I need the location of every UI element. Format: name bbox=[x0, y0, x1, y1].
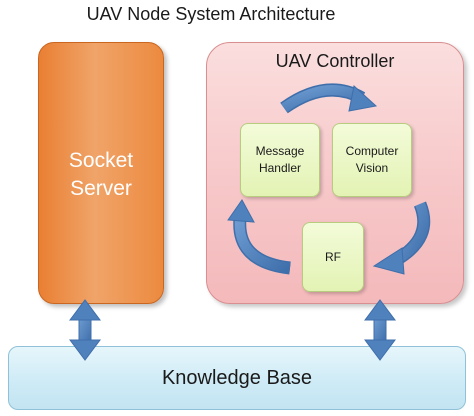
computer-vision-box: Computer Vision bbox=[332, 123, 412, 197]
uav-controller-label: UAV Controller bbox=[275, 51, 395, 71]
knowledge-base-label: Knowledge Base bbox=[161, 366, 313, 389]
message-handler-box: Message Handler bbox=[240, 123, 320, 197]
message-handler-label: Message Handler bbox=[255, 144, 305, 175]
rf-label: RF bbox=[325, 249, 341, 264]
diagram-title: UAV Node System Architecture bbox=[86, 4, 336, 24]
rf-box: RF bbox=[302, 222, 364, 292]
socket-server-box: Socket Server bbox=[38, 42, 164, 304]
computer-vision-label: Computer Vision bbox=[345, 144, 399, 175]
knowledge-base-box: Knowledge Base bbox=[8, 346, 466, 410]
socket-server-label: Socket Server bbox=[68, 149, 134, 200]
